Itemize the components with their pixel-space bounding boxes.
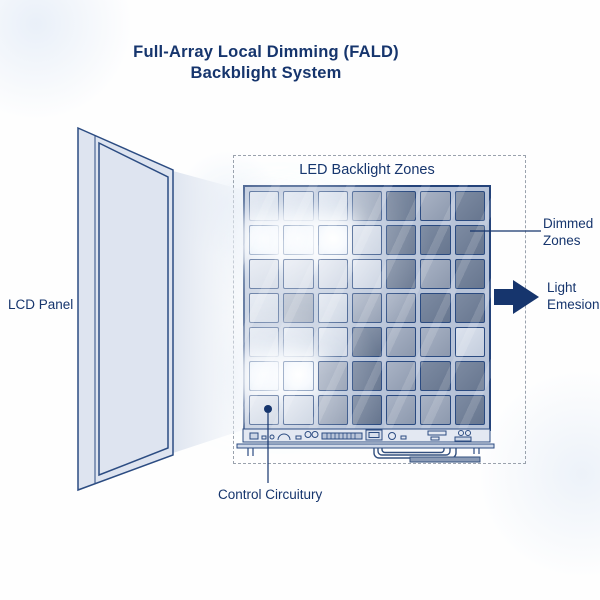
led-zone-cell (420, 259, 451, 289)
led-zone-cell (351, 191, 383, 221)
led-zone-cell (283, 395, 314, 425)
led-zone-cell (386, 191, 417, 221)
led-zone-cell (351, 361, 383, 391)
led-zone-cell (317, 191, 348, 221)
led-zone-cell (317, 361, 348, 391)
led-zone-cell (420, 293, 451, 323)
control-circuitry-label: Control Circuitury (218, 487, 323, 502)
led-zone-cell (454, 259, 485, 289)
led-zone-cell (454, 225, 485, 255)
led-zone-cell (351, 259, 383, 289)
led-zone-cell (249, 327, 280, 357)
led-zone-cell (420, 191, 451, 221)
led-zone-grid (243, 185, 491, 431)
led-zone-cell (386, 327, 417, 357)
page-title: Full-Array Local Dimming (FALD) Backblig… (133, 43, 399, 82)
led-zone-cell (283, 293, 314, 323)
led-zone-cell (249, 361, 280, 391)
led-zone-cell (420, 327, 451, 357)
led-zone-cell (283, 225, 314, 255)
led-zone-cell (420, 225, 451, 255)
dimmed-zones-label: Dimmed Zones (543, 216, 594, 248)
led-zone-cell (249, 395, 280, 425)
led-zone-cell (351, 327, 383, 357)
led-zone-cell (454, 395, 485, 425)
led-zone-cell (454, 293, 485, 323)
led-zone-cell (317, 327, 348, 357)
led-zone-cell (454, 361, 485, 391)
lcd-panel-label: LCD Panel (8, 297, 74, 312)
led-zone-cell (283, 259, 314, 289)
led-zone-cell (317, 293, 348, 323)
led-zone-cell (249, 293, 280, 323)
led-zone-cell (249, 259, 280, 289)
led-zone-cell (283, 191, 314, 221)
led-zone-cell (283, 327, 314, 357)
lcd-screen-image (99, 143, 168, 472)
led-zone-cell (351, 395, 383, 425)
led-zone-cell (386, 293, 417, 323)
led-grid-title: LED Backlight Zones (299, 162, 435, 178)
led-zone-cell (386, 259, 417, 289)
led-zone-cell (386, 395, 417, 425)
led-zone-cell (317, 225, 348, 255)
led-zone-cell (249, 191, 280, 221)
led-zone-cell (420, 395, 451, 425)
led-zone-cell (283, 361, 314, 391)
led-zone-cell (420, 361, 451, 391)
led-zone-cell (351, 293, 383, 323)
led-zone-cell (317, 395, 348, 425)
led-zone-cell (351, 225, 383, 255)
led-zone-cell (386, 225, 417, 255)
led-zone-cell (317, 259, 348, 289)
led-zone-cell (386, 361, 417, 391)
light-emission-label: Light Emesion (547, 280, 600, 312)
led-zone-cell (454, 191, 485, 221)
led-zone-cell (249, 225, 280, 255)
led-zone-cell (454, 327, 485, 357)
